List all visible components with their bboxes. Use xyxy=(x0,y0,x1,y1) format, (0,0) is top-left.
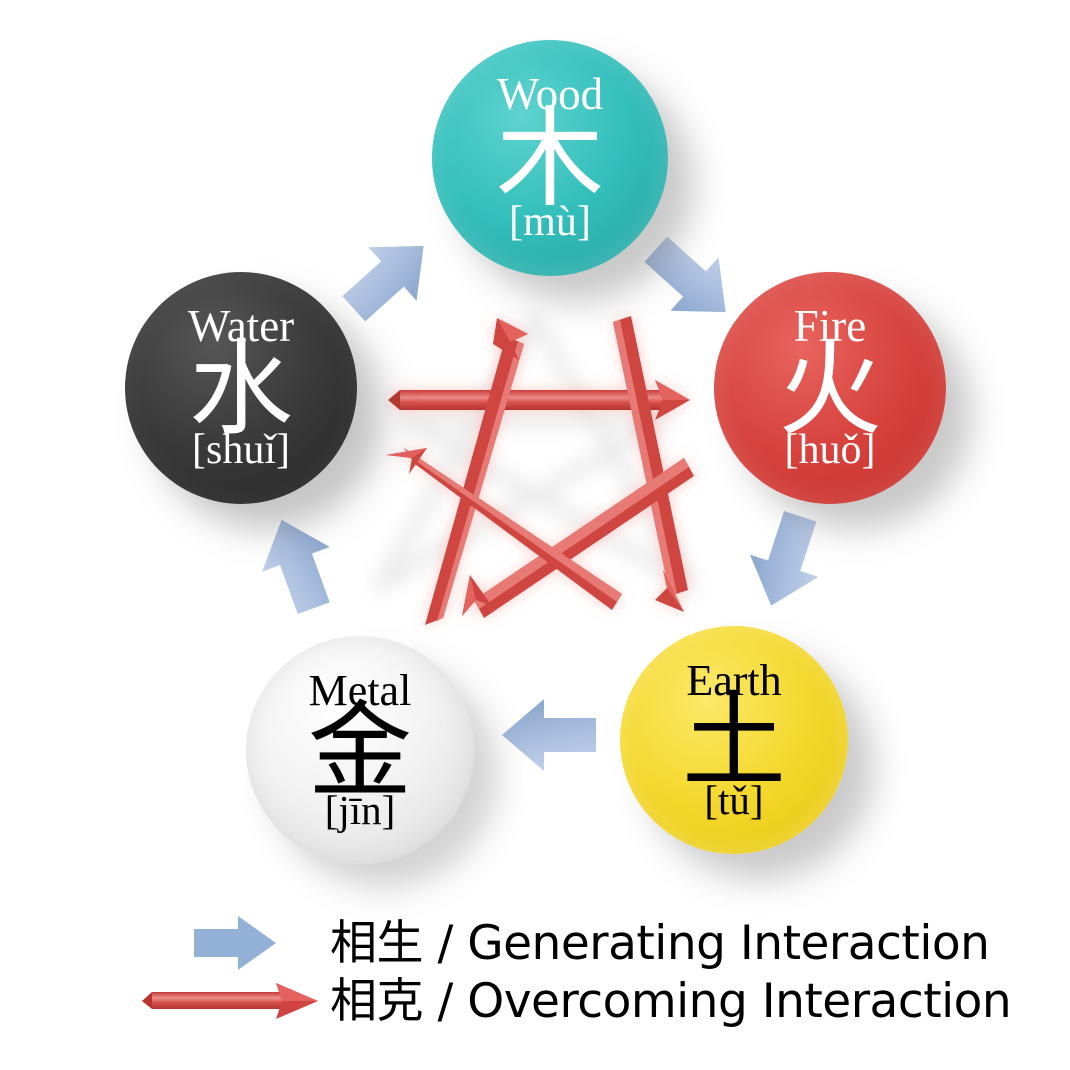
element-node-wood[interactable]: Wood 木 [mù] xyxy=(432,40,668,276)
element-pinyin-earth: [tǔ] xyxy=(704,777,764,824)
arrow-metal-to-water xyxy=(262,519,330,615)
element-hanzi-metal: 金 xyxy=(307,689,412,812)
element-name-fire: Fire xyxy=(793,300,867,351)
element-name-wood: Wood xyxy=(496,69,604,119)
element-node-earth[interactable]: Earth 土 [tǔ] xyxy=(620,626,848,854)
arrow-wood-to-earth xyxy=(613,316,688,612)
legend-block-arrow-icon xyxy=(130,912,330,974)
element-name-metal: Metal xyxy=(308,665,412,715)
legend: 相生 / Generating Interaction xyxy=(130,912,1012,1052)
arrow-fire-to-earth xyxy=(749,510,819,606)
arrow-fire-to-metal xyxy=(462,458,694,618)
arrow-earth-to-water xyxy=(386,448,622,610)
overcoming-arrows xyxy=(386,316,694,625)
element-pinyin-wood: [mù] xyxy=(509,199,591,246)
element-pinyin-metal: [jīn] xyxy=(324,787,396,834)
element-pinyin-water: [shuǐ] xyxy=(192,427,290,474)
element-hanzi-earth: 土 xyxy=(681,679,786,802)
element-node-metal[interactable]: Metal 金 [jīn] xyxy=(246,636,474,864)
legend-row-generating: 相生 / Generating Interaction xyxy=(130,912,990,974)
arrow-water-to-fire xyxy=(388,380,690,420)
legend-label-overcoming: 相克 / Overcoming Interaction xyxy=(330,973,1012,1029)
arrow-metal-to-wood xyxy=(425,318,528,625)
element-pinyin-fire: [huǒ] xyxy=(784,427,876,474)
legend-label-generating: 相生 / Generating Interaction xyxy=(330,915,990,971)
arrow-earth-to-metal xyxy=(502,699,596,771)
element-node-water[interactable]: Water 水 [shuǐ] xyxy=(125,272,357,504)
arrow-water-to-wood xyxy=(342,245,424,322)
element-hanzi-fire: 火 xyxy=(777,327,882,450)
legend-line-arrow-icon xyxy=(130,970,330,1032)
element-hanzi-water: 水 xyxy=(188,327,293,450)
element-node-fire[interactable]: Fire 火 [huǒ] xyxy=(714,272,946,504)
element-hanzi-wood: 木 xyxy=(495,96,604,222)
legend-row-overcoming: 相克 / Overcoming Interaction xyxy=(130,970,1012,1032)
arrow-wood-to-fire xyxy=(644,236,726,313)
element-name-earth: Earth xyxy=(686,655,782,705)
element-name-water: Water xyxy=(187,300,295,351)
